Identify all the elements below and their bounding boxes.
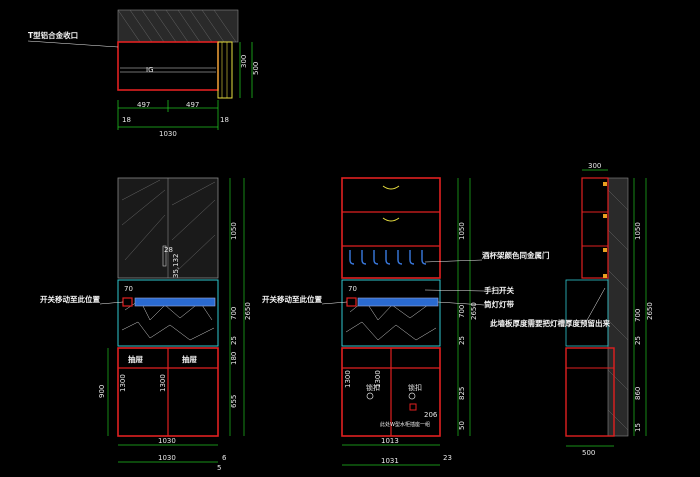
dim-1030-top: 1030 (159, 130, 177, 138)
f1-dim-1030-in: 1030 (158, 437, 176, 445)
f2-dim-1050: 1050 (458, 222, 466, 240)
f2-dim-50: 50 (458, 421, 466, 430)
f1-dim-1050: 1050 (230, 222, 238, 240)
f2-dim-1300-a: 1300 (344, 370, 352, 388)
dim-18-b: 18 (220, 116, 229, 124)
f2-socket-note: 此处W型水柜插座一组 (380, 421, 430, 428)
f1-dim-900: 900 (98, 385, 106, 398)
f2-dim-1300-b: 1300 (374, 370, 382, 388)
f1-dim-5: 5 (217, 464, 221, 472)
f1-dim-1300-b: 1300 (159, 374, 167, 392)
side-dim-300: 300 (588, 162, 601, 170)
f2-dim-206: 206 (424, 411, 438, 419)
f2-light-label: 筒灯灯带 (484, 299, 514, 309)
f2-wine-label: 酒杯架颜色同金属门 (482, 250, 550, 260)
f1-dim-1030-out: 1030 (158, 454, 176, 462)
f1-dim-70: 70 (124, 285, 133, 293)
f2-dim-23: 23 (443, 454, 452, 462)
f2-switch-label: 开关移动至此位置 (262, 294, 322, 304)
f1-dim-1300-a: 1300 (119, 374, 127, 392)
f2-dim-25: 25 (458, 336, 466, 345)
side-dim-860: 860 (634, 387, 642, 400)
side-elevation: 300 1050 700 25 860 15 2650 500 此墙板厚度需要把… (490, 162, 654, 457)
dim-500: 500 (252, 62, 260, 75)
dim-300: 300 (240, 55, 248, 68)
f2-hand-switch: 手扫开关 (484, 285, 514, 295)
top-plan-view: IG 497 497 18 18 1030 300 500 T型铝合金收口 (27, 9, 260, 138)
f1-dim-180: 180 (230, 352, 238, 365)
dim-18-a: 18 (122, 116, 131, 124)
side-dim-700: 700 (634, 309, 642, 322)
f1-dim-2650: 2650 (244, 302, 252, 320)
f1-dim-28: 28 (164, 246, 173, 254)
f1-dim-700: 700 (230, 307, 238, 320)
glass-mark: IG (146, 66, 154, 74)
side-dim-15: 15 (634, 423, 642, 432)
f2-dim-70: 70 (348, 285, 357, 293)
f1-dim-655: 655 (230, 395, 238, 408)
f2-lock-b: 锁扣 (408, 383, 422, 392)
dim-497-a: 497 (137, 101, 150, 109)
f2-lock-a: 锁扣 (366, 383, 380, 392)
f2-dim-1031: 1031 (381, 457, 399, 465)
f2-dim-825: 825 (458, 387, 466, 400)
side-dim-25: 25 (634, 336, 642, 345)
f1-dim-25: 25 (230, 336, 238, 345)
drawer-label-b: 抽屉 (182, 354, 197, 364)
front-elevation-1: 抽屉 抽屉 1050 700 25 180 655 2650 900 1300 … (40, 177, 252, 472)
dim-497-b: 497 (186, 101, 199, 109)
front-elevation-2: 锁扣 锁扣 1050 700 25 825 50 2650 1300 1300 … (262, 177, 550, 466)
f2-dim-2650: 2650 (470, 302, 478, 320)
f1-switch-label: 开关移动至此位置 (40, 294, 100, 304)
side-dim-500: 500 (582, 449, 595, 457)
side-dim-1050: 1050 (634, 222, 642, 240)
title-top-label: T型铝合金收口 (28, 30, 78, 40)
f1-dim-35-132: 35,132 (172, 254, 180, 279)
f1-dim-6: 6 (222, 454, 227, 462)
f2-dim-700: 700 (458, 305, 466, 318)
side-wall-note: 此墙板厚度需要把灯槽厚度预留出来 (490, 318, 610, 328)
side-dim-2650: 2650 (646, 302, 654, 320)
f2-dim-1013: 1013 (381, 437, 399, 445)
drawer-label-a: 抽屉 (128, 354, 143, 364)
